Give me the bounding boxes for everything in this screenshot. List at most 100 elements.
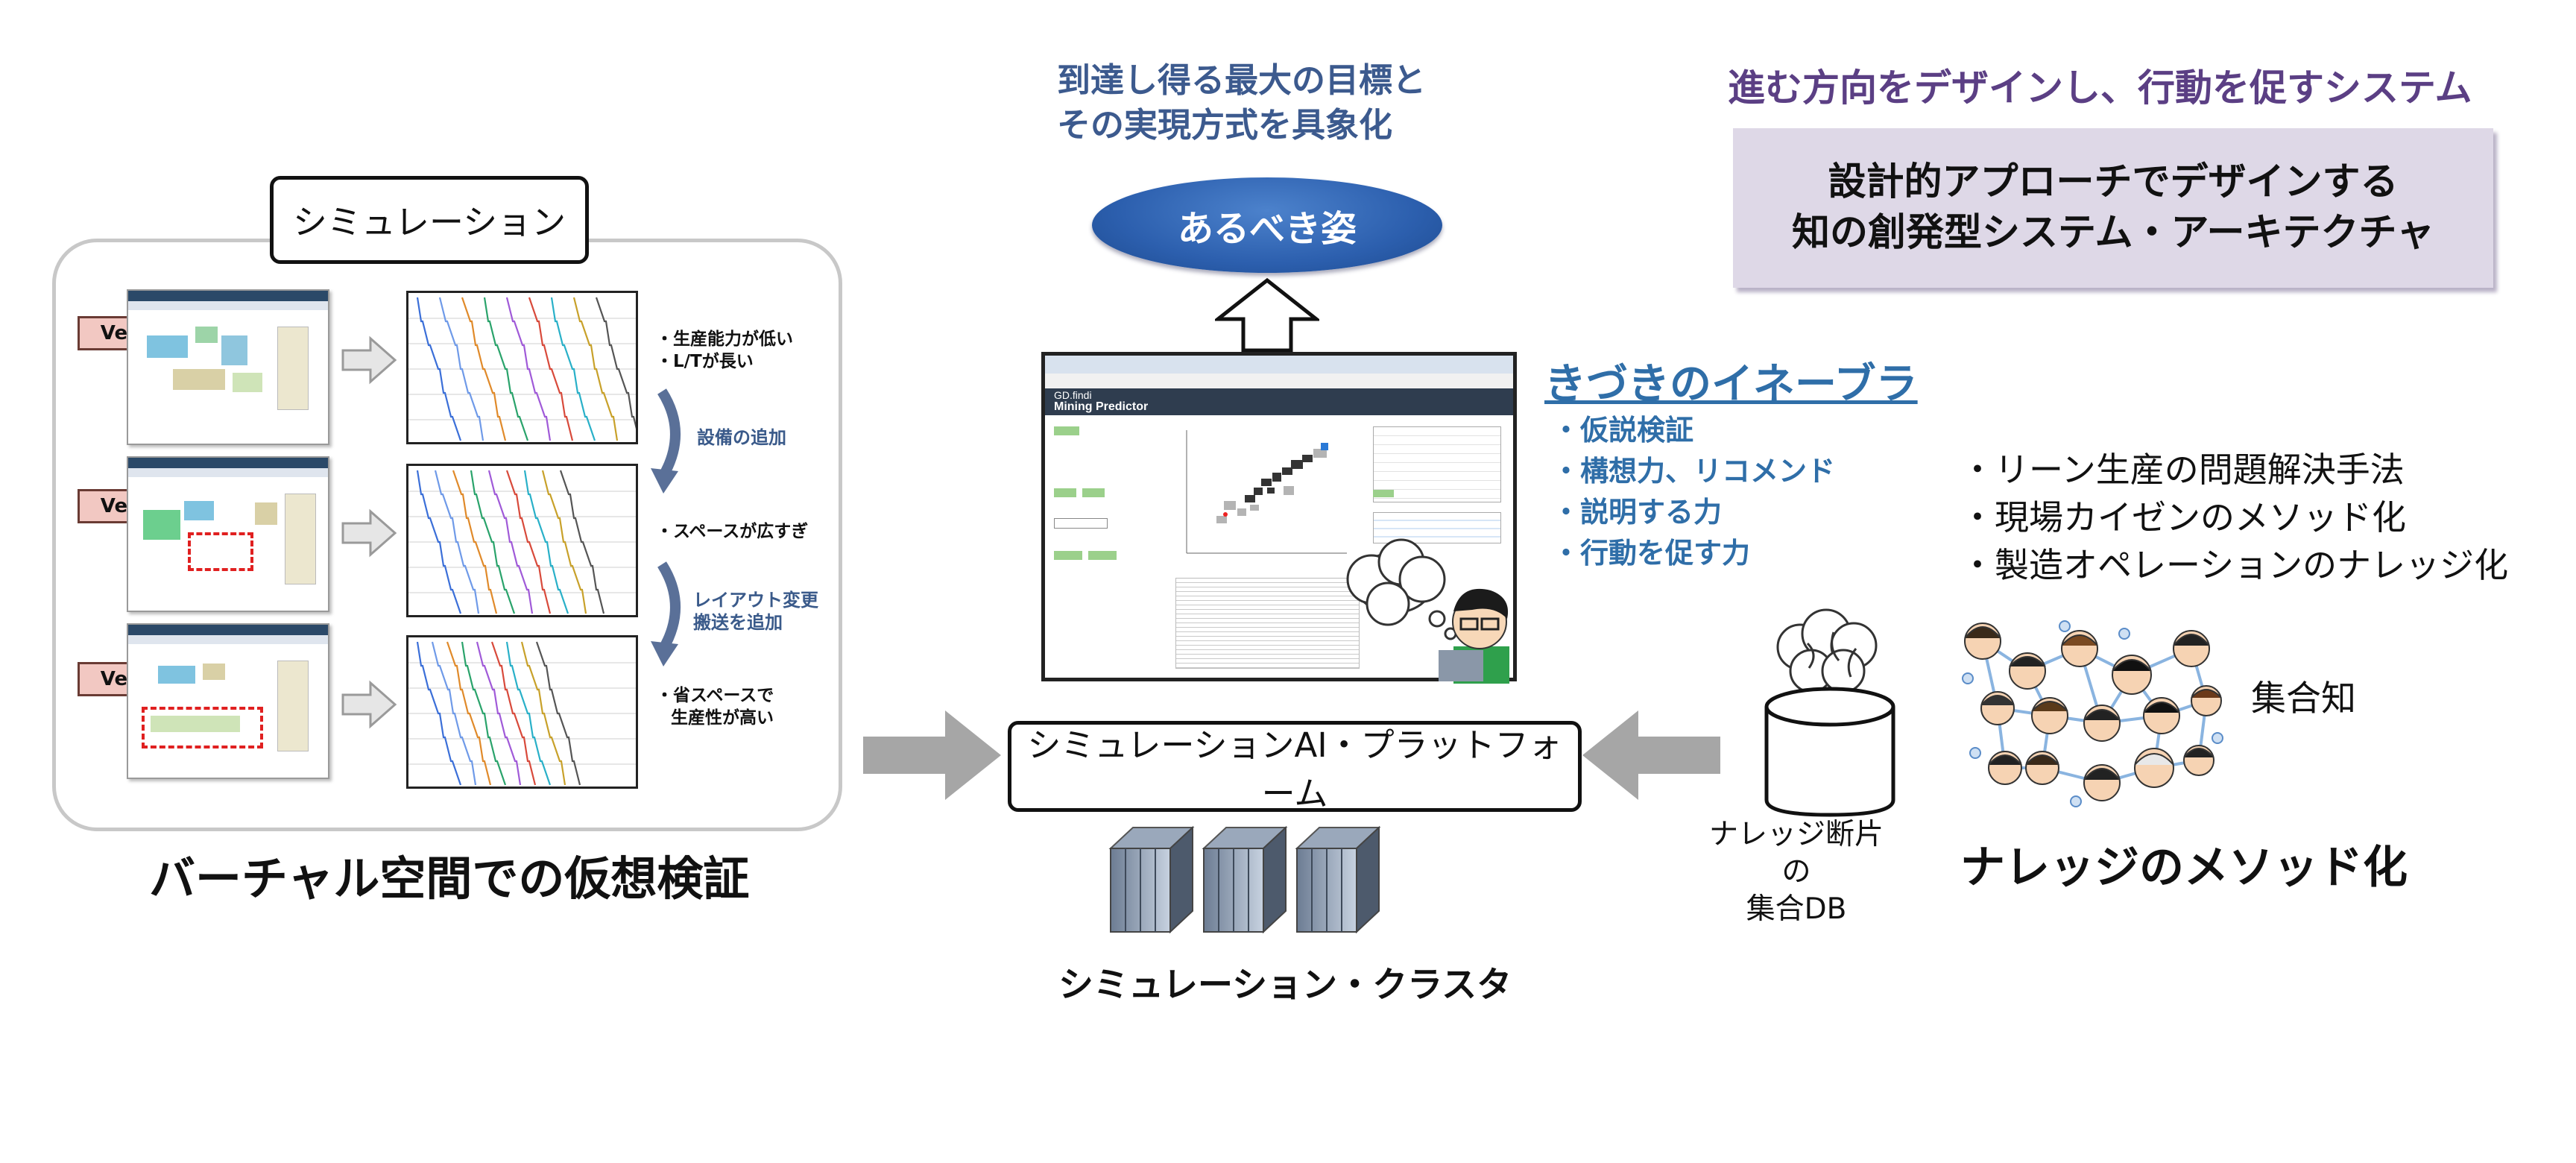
knowledge-db-label: ナレッジ断片の 集合DB (1703, 816, 1890, 928)
face-icon (2009, 652, 2046, 690)
ideal-description-line2: その実現方式を具象化 (1057, 105, 1393, 145)
thinking-cloud-icon (1346, 538, 1509, 684)
face-icon (2134, 748, 2174, 788)
face-icon (2183, 745, 2214, 776)
app-title: Mining Predictor (1054, 400, 1149, 413)
face-icon (1980, 691, 2015, 725)
system-heading: 進む方向をデザインし、行動を促すシステム (1728, 66, 2472, 110)
face-icon (2173, 630, 2210, 667)
gantt-series-line (523, 470, 569, 614)
brain-icon (1776, 608, 1878, 693)
enabler-item: ・構想力、リコメンド (1552, 455, 1836, 488)
curved-arrow-down-2 (651, 561, 681, 666)
gantt-series-line (595, 297, 636, 429)
gantt-graph-3 (406, 635, 638, 789)
curved-arrow-down-1 (651, 388, 681, 494)
gantt-series-line (470, 470, 516, 614)
gantt-series-line (452, 470, 498, 614)
gantt-series-line (505, 470, 552, 614)
note-v2: ・スペースが広すぎ (656, 522, 809, 541)
gantt-series-line (550, 297, 596, 441)
face-icon (1964, 623, 2001, 660)
gantt-series-line (416, 297, 462, 441)
enabler-item: ・説明する力 (1552, 496, 1723, 529)
selected-table (1373, 512, 1501, 543)
gantt-series-line (520, 641, 566, 786)
knowledge-db-icon (1764, 608, 1895, 817)
small-arrow-right-2 (341, 508, 397, 558)
gantt-series-line (416, 470, 462, 614)
face-icon (2191, 685, 2222, 716)
step-layout-change-line1: レイアウト変更 (693, 590, 818, 611)
gantt-series-line (476, 641, 522, 786)
gantt-series-line (446, 641, 492, 786)
gantt-series-line (505, 641, 552, 786)
gantt-series-line (572, 297, 619, 441)
note-v1-line1: ・生産能力が低い (656, 330, 793, 349)
gantt-series-line (461, 297, 507, 441)
gantt-series-line (416, 641, 462, 786)
face-icon (2031, 697, 2068, 734)
gantt-series-line (438, 297, 484, 441)
layout-thumbnail-3 (127, 623, 329, 779)
face-icon (1988, 751, 2022, 785)
face-icon (2083, 764, 2121, 801)
method-item: ・リーン生産の問題解決手法 (1960, 450, 2405, 490)
enabler-title: きづきのイネーブラ (1544, 360, 1918, 409)
big-arrow-left (1582, 710, 1720, 800)
small-arrow-right-3 (341, 680, 397, 729)
enabler-item: ・仮説検証 (1552, 414, 1694, 447)
step-add-equipment: 設備の追加 (697, 427, 786, 448)
face-icon (2061, 630, 2098, 667)
gantt-series-line (535, 641, 581, 786)
enabler-item: ・行動を促す力 (1552, 537, 1751, 570)
note-v1-line2: ・L/Tが長い (656, 352, 754, 371)
virtual-verification-heading: バーチャル空間での仮想検証 (149, 851, 750, 906)
knowledge-db-label-line2: 集合DB (1746, 892, 1847, 926)
server-cluster-icon (1108, 825, 1380, 934)
ideal-description: 到達し得る最大の目標と その実現方式を具象化 (1057, 58, 1426, 148)
gantt-series-line (434, 470, 480, 614)
gantt-series-line (505, 297, 552, 441)
app-name: GD.findi (1054, 389, 1092, 401)
data-table (1373, 426, 1501, 502)
note-v3-line2: 生産性が高い (671, 708, 774, 728)
enabler-list: ・仮説検証 ・構想力、リコメンド ・説明する力 ・行動を促す力 (1552, 410, 1835, 574)
gantt-graph-2 (406, 464, 638, 617)
ideal-description-line1: 到達し得る最大の目標と (1057, 60, 1427, 100)
collective-knowledge-label: 集合知 (2251, 678, 2356, 719)
knowledge-db-label-line1: ナレッジ断片の (1708, 818, 1884, 889)
gantt-series-line (461, 641, 507, 786)
gantt-series-line (490, 641, 537, 786)
method-list: ・リーン生産の問題解決手法 ・現場カイゼンのメソッド化 ・製造オペレーションのナ… (1960, 446, 2508, 589)
gantt-series-line (431, 641, 477, 786)
layout-thumbnail-1 (127, 289, 329, 445)
face-icon (2112, 655, 2152, 695)
face-icon (2143, 697, 2180, 734)
log-output (1175, 578, 1360, 669)
scatter-heatmap (1186, 430, 1347, 554)
step-layout-change-line2: 搬送を追加 (693, 612, 783, 633)
knowledge-method-heading: ナレッジのメソッド化 (1960, 842, 2408, 894)
gantt-series-line (487, 470, 534, 614)
architecture-line1: 設計的アプローチでデザインする (1828, 160, 2399, 204)
collective-network-icon (1962, 620, 2223, 807)
layout-thumbnail-2 (127, 456, 329, 612)
face-icon (2083, 705, 2121, 742)
up-arrow-outline (1215, 277, 1319, 353)
note-v3: ・省スペースで 生産性が高い (656, 684, 774, 729)
architecture-box: 設計的アプローチでデザインする 知の創発型システム・アーキテクチャ (1733, 128, 2493, 288)
ideal-state-oval: あるべき姿 (1092, 177, 1442, 273)
database-icon (1764, 687, 1895, 817)
browser-bar (1045, 356, 1513, 374)
architecture-line2: 知の創発型システム・アーキテクチャ (1792, 211, 2434, 255)
step-layout-change: レイアウト変更 搬送を追加 (693, 589, 818, 634)
big-arrow-right (863, 710, 1001, 800)
gantt-graph-1 (406, 291, 638, 444)
small-arrow-right-1 (341, 335, 397, 385)
gantt-series-line (528, 297, 574, 441)
face-icon (2025, 751, 2059, 785)
note-v3-line1: ・省スペースで (656, 686, 774, 705)
person-thinking-icon (1439, 588, 1509, 684)
menu-bar (1045, 374, 1513, 389)
